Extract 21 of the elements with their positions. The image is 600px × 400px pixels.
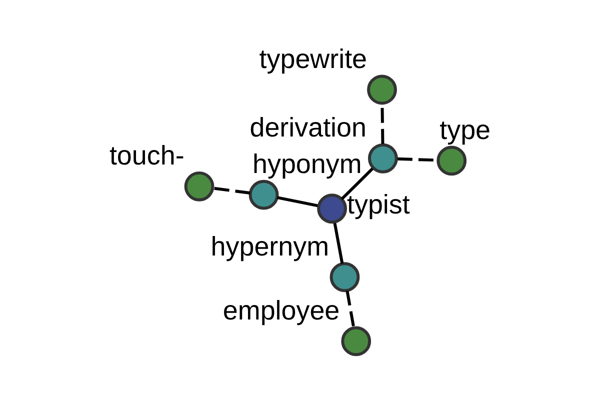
node-circle bbox=[368, 142, 398, 173]
node-label: touch- bbox=[109, 140, 184, 170]
node-label: derivation bbox=[250, 112, 366, 142]
node-label: typist bbox=[347, 189, 410, 220]
node-circle bbox=[248, 179, 279, 210]
connector bbox=[276, 196, 318, 207]
node-circle bbox=[184, 170, 214, 201]
node-label: typewrite bbox=[259, 43, 368, 74]
node-circle bbox=[436, 145, 467, 176]
node-label: employee bbox=[222, 294, 340, 325]
node-circle bbox=[317, 193, 348, 224]
connector bbox=[333, 222, 344, 264]
connector bbox=[212, 186, 250, 194]
node-circle bbox=[330, 262, 360, 292]
node-circle bbox=[341, 326, 372, 356]
connector bbox=[346, 290, 356, 328]
node-label: hypernym bbox=[210, 230, 330, 261]
connector bbox=[340, 167, 374, 200]
node-label: hyponym bbox=[252, 148, 362, 178]
node-circle bbox=[367, 74, 397, 104]
node-label: type bbox=[440, 114, 491, 144]
